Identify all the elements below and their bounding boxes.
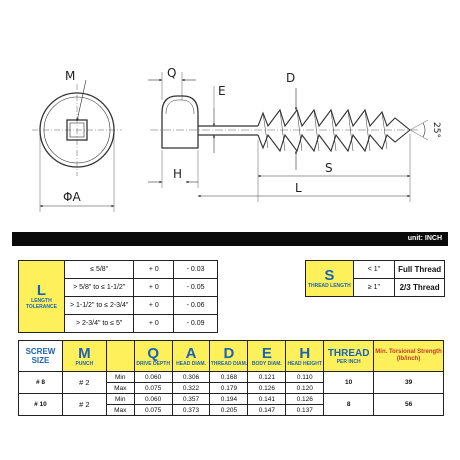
cell-q-max: 0.075: [133, 382, 173, 394]
length-tolerance-table: L LENGTH TOLERANCE ≤ 5/8" + 0 - 0.03 > 5…: [18, 260, 218, 333]
cell-q-max: 0.075: [133, 404, 173, 416]
label-angle: 25°: [431, 122, 441, 138]
thread-length-subtitle: THREAD LENGTH: [307, 283, 351, 289]
lt-minus: - 0.03: [173, 260, 218, 279]
hdr-m: M PUNCH: [61, 340, 107, 372]
lt-plus: + 0: [133, 296, 175, 315]
hdr-q: Q DRIVE DEPTH: [133, 340, 173, 372]
cell-h-max: 0.120: [285, 382, 325, 394]
length-tolerance-subtitle: LENGTH TOLERANCE: [25, 298, 57, 310]
label-m: M: [65, 69, 75, 83]
cell-d-max: 0.179: [209, 382, 249, 394]
hdr-thread: THREAD PER INCH: [323, 340, 375, 372]
hdr-thread-sub: PER INCH: [336, 358, 361, 365]
lt-range: > 2-3/4" to ≤ 5": [63, 314, 135, 333]
lt-plus: + 0: [133, 260, 175, 279]
head-end-view: [32, 79, 122, 212]
label-q: Q: [167, 66, 176, 80]
hdr-a-sub: HEAD DIAM.: [176, 360, 206, 367]
cell-e-min: 0.141: [247, 393, 287, 405]
cell-torsion: 39: [373, 371, 444, 394]
lt-range: > 5/8" to ≤ 1-1/2": [63, 278, 135, 297]
cell-torsion: 56: [373, 393, 444, 416]
hdr-m-title: M: [78, 344, 91, 362]
cell-a-min: 0.306: [171, 371, 211, 383]
thread-length-title: S: [324, 267, 335, 284]
lt-plus: + 0: [133, 278, 175, 297]
hdr-a-title: A: [185, 344, 197, 362]
cell-q-min: 0.060: [133, 371, 173, 383]
cell-a-min: 0.357: [171, 393, 211, 405]
label-s: S: [325, 161, 333, 175]
hdr-m-sub: PUNCH: [75, 360, 94, 367]
lt-range: > 1-1/2" to ≤ 2-3/4": [63, 296, 135, 315]
hdr-q-sub: DRIVE DEPTH: [136, 360, 170, 367]
row-punch: # 2: [61, 393, 107, 416]
hdr-torsion: Min. Torsional Strength (lb/inch): [373, 340, 444, 372]
label-e: E: [218, 84, 226, 98]
row-min-label: Min: [105, 371, 135, 383]
hdr-h-title: H: [299, 344, 311, 362]
label-phi-a: ΦA: [63, 190, 81, 204]
hdr-e-title: E: [261, 344, 272, 362]
hdr-q-title: Q: [147, 344, 159, 362]
cell-h-max: 0.137: [285, 404, 325, 416]
hdr-h-sub: HEAD HEIGHT: [287, 360, 322, 367]
label-h: H: [173, 167, 182, 181]
cell-a-max: 0.373: [171, 404, 211, 416]
row-max-label: Max: [105, 404, 135, 416]
tl-condition: < 1": [352, 260, 396, 279]
label-d: D: [286, 71, 295, 85]
row-min-label: Min: [105, 393, 135, 405]
cell-e-max: 0.147: [247, 404, 287, 416]
hdr-blank: [105, 340, 135, 372]
hdr-a: A HEAD DIAM.: [171, 340, 211, 372]
unit-bar: unit: INCH: [12, 232, 448, 246]
hdr-thread-title: THREAD: [327, 347, 370, 359]
label-l: L: [295, 181, 302, 195]
tl-condition: ≥ 1": [352, 278, 396, 297]
cell-thread: 10: [323, 371, 375, 394]
tl-value: Full Thread: [394, 260, 445, 279]
cell-a-max: 0.322: [171, 382, 211, 394]
length-tolerance-header: L LENGTH TOLERANCE: [18, 260, 65, 333]
lt-minus: - 0.09: [173, 314, 218, 333]
cell-e-min: 0.121: [247, 371, 287, 383]
tl-value: 2/3 Thread: [394, 278, 445, 297]
cell-d-max: 0.205: [209, 404, 249, 416]
screw-spec-table: SCREW SIZE M PUNCH Q DRIVE DEPTH A HEAD …: [18, 340, 444, 416]
row-size: # 10: [18, 393, 63, 416]
thread-length-table: S THREAD LENGTH < 1" Full Thread ≥ 1" 2/…: [305, 260, 445, 297]
hdr-screw-size: SCREW SIZE: [18, 340, 63, 372]
cell-e-max: 0.126: [247, 382, 287, 394]
hdr-torsion-title: Min. Torsional Strength (lb/inch): [375, 349, 442, 362]
lt-minus: - 0.06: [173, 296, 218, 315]
cell-thread: 8: [323, 393, 375, 416]
screw-technical-drawing: M ΦA: [32, 66, 441, 212]
screw-side-view: [148, 72, 429, 202]
cell-d-min: 0.168: [209, 371, 249, 383]
cell-d-min: 0.194: [209, 393, 249, 405]
row-size: # 8: [18, 371, 63, 394]
hdr-d-sub: THREAD DIAM.: [210, 360, 248, 367]
cell-h-min: 0.126: [285, 393, 325, 405]
lt-range: ≤ 5/8": [63, 260, 135, 279]
hdr-d-title: D: [223, 344, 235, 362]
hdr-d: D THREAD DIAM.: [209, 340, 249, 372]
hdr-e-sub: BODY DIAM.: [251, 360, 282, 367]
hdr-h: H HEAD HEIGHT: [285, 340, 325, 372]
row-max-label: Max: [105, 382, 135, 394]
cell-h-min: 0.110: [285, 371, 325, 383]
hdr-e: E BODY DIAM.: [247, 340, 287, 372]
cell-q-min: 0.060: [133, 393, 173, 405]
thread-length-header: S THREAD LENGTH: [305, 260, 354, 297]
lt-minus: - 0.05: [173, 278, 218, 297]
length-tolerance-title: L: [36, 282, 47, 299]
row-punch: # 2: [61, 371, 107, 394]
lt-plus: + 0: [133, 314, 175, 333]
